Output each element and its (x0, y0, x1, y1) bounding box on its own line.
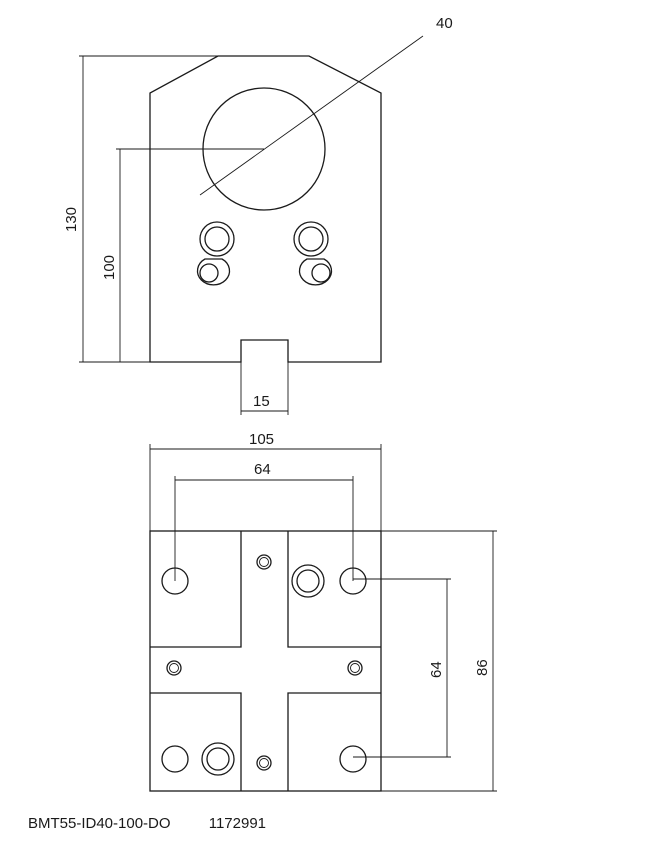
vspace-64-label: 64 (428, 661, 445, 678)
slotted-hole-right (298, 258, 333, 286)
top-view: 40 130 100 15 (63, 15, 453, 415)
ring-hole-left (199, 221, 235, 257)
ring-hole-bottom-top (291, 564, 325, 598)
cross-channel (150, 531, 381, 791)
mounting-hole-bottom-right (339, 745, 367, 773)
top-view-outline (149, 55, 382, 363)
bore-diameter-line (199, 35, 424, 196)
ring-hole-bottom-lower (201, 742, 235, 776)
small-hole-top (256, 554, 272, 570)
small-hole-left (166, 660, 182, 676)
width-105-label: 105 (249, 431, 274, 448)
part-code: BMT55-ID40-100-DO (28, 815, 171, 832)
small-hole-bottom (256, 755, 272, 771)
small-hole-right (347, 660, 363, 676)
part-number: 1172991 (208, 815, 267, 832)
ring-hole-right (293, 221, 329, 257)
drawing-caption: BMT55-ID40-100-DO 1172991 (28, 815, 266, 832)
bottom-view: 105 64 64 86 (149, 431, 497, 792)
height-100-label: 100 (101, 255, 118, 280)
bottom-view-outline (149, 530, 382, 792)
slotted-hole-left (196, 258, 231, 286)
bore-diameter-label: 40 (436, 15, 453, 32)
mounting-hole-bottom-left (161, 745, 189, 773)
depth-86-label: 86 (474, 659, 491, 676)
hspace-64-label: 64 (254, 461, 271, 478)
slot-width-label: 15 (253, 393, 270, 410)
height-130-label: 130 (63, 207, 80, 232)
